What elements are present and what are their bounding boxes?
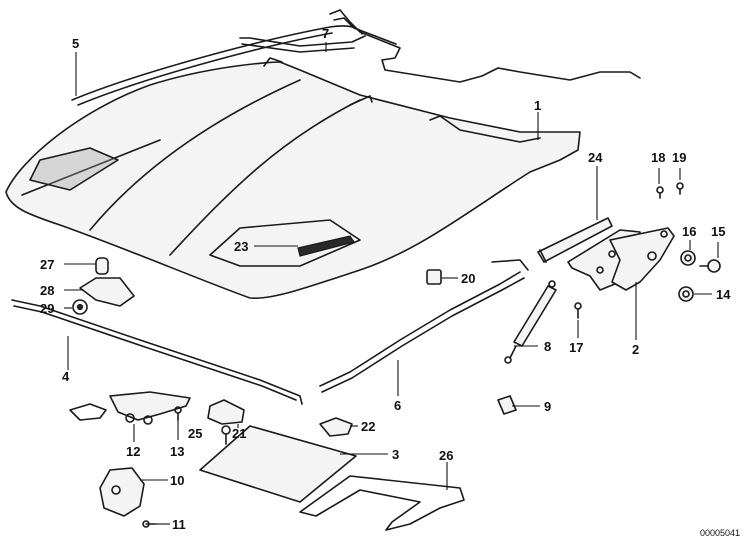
engine-hood-part bbox=[5, 57, 581, 300]
lock-release-part bbox=[69, 391, 191, 425]
hinge-bolt-part bbox=[574, 302, 582, 319]
insulation-mat-part bbox=[199, 425, 357, 503]
weatherstrip-part bbox=[319, 259, 529, 393]
spring-clip-part bbox=[497, 395, 517, 415]
callout-10: 10 bbox=[170, 473, 184, 488]
callout-25: 25 bbox=[188, 426, 202, 441]
grommet-part bbox=[680, 250, 696, 266]
callout-23: 23 bbox=[234, 239, 248, 254]
leader-lines bbox=[64, 42, 719, 525]
callout-5: 5 bbox=[72, 36, 79, 51]
callout-26: 26 bbox=[439, 448, 453, 463]
callout-6: 6 bbox=[394, 398, 401, 413]
callout-labels: 5 7 1 24 18 19 16 15 14 2 17 20 8 9 6 22… bbox=[40, 26, 731, 532]
callout-22: 22 bbox=[361, 419, 375, 434]
nut-part bbox=[678, 286, 694, 302]
callout-14: 14 bbox=[716, 287, 731, 302]
hood-stop-assembly-part bbox=[72, 257, 135, 315]
callout-21: 21 bbox=[232, 426, 246, 441]
callout-18: 18 bbox=[651, 150, 665, 165]
callout-3: 3 bbox=[392, 447, 399, 462]
callout-13: 13 bbox=[170, 444, 184, 459]
callout-20: 20 bbox=[461, 271, 475, 286]
callout-28: 28 bbox=[40, 283, 54, 298]
callout-8: 8 bbox=[544, 339, 551, 354]
callout-11: 11 bbox=[172, 517, 186, 532]
callout-29: 29 bbox=[40, 301, 54, 316]
callout-17: 17 bbox=[569, 340, 583, 355]
callout-19: 19 bbox=[672, 150, 686, 165]
screw-part bbox=[221, 425, 231, 445]
callout-9: 9 bbox=[544, 399, 551, 414]
callout-1: 1 bbox=[534, 98, 541, 113]
callout-12: 12 bbox=[126, 444, 140, 459]
reference-number: 00005041 bbox=[700, 528, 740, 538]
clip-part bbox=[426, 269, 442, 285]
lock-screw-part bbox=[142, 520, 157, 528]
callout-27: 27 bbox=[40, 257, 54, 272]
callout-7: 7 bbox=[322, 26, 329, 41]
hood-hinge-part bbox=[567, 227, 675, 291]
callout-2: 2 bbox=[632, 342, 639, 357]
bolt-part bbox=[174, 406, 182, 421]
hinge-rail-part bbox=[537, 217, 613, 263]
small-bolt-part bbox=[656, 182, 684, 199]
hood-lock-part bbox=[99, 467, 145, 517]
buffer-part bbox=[319, 417, 353, 437]
callout-15: 15 bbox=[711, 224, 725, 239]
callout-24: 24 bbox=[588, 150, 603, 165]
callout-4: 4 bbox=[62, 369, 70, 384]
bracket-part bbox=[207, 399, 245, 425]
upper-seal-bracket-part bbox=[239, 9, 641, 83]
callout-16: 16 bbox=[682, 224, 696, 239]
frame-part bbox=[299, 475, 465, 531]
gas-strut-part bbox=[504, 280, 557, 364]
bolt-nut-part bbox=[699, 259, 721, 273]
front-edge-strip-part bbox=[11, 299, 303, 405]
